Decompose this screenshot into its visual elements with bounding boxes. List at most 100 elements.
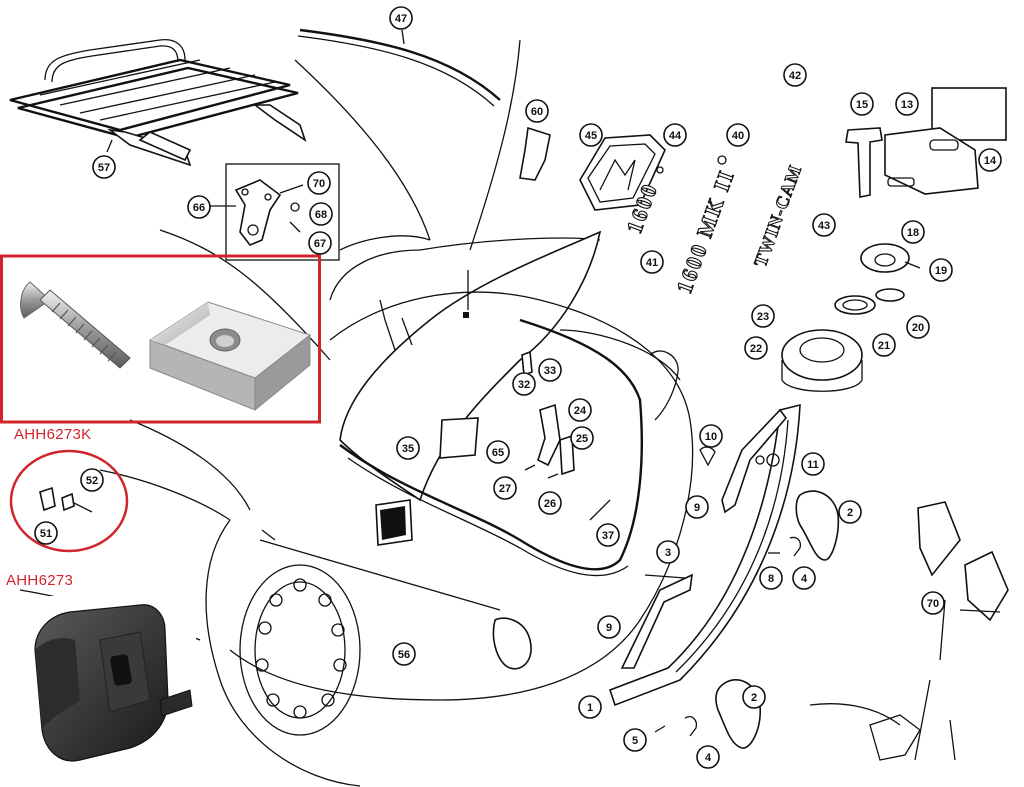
callout-9b: 9 bbox=[597, 615, 621, 639]
callout-2b: 2 bbox=[742, 685, 766, 709]
svg-text:35: 35 bbox=[402, 443, 414, 455]
svg-text:8: 8 bbox=[768, 573, 774, 585]
svg-text:70: 70 bbox=[313, 178, 325, 190]
rack-bracket-group bbox=[210, 163, 340, 261]
svg-text:44: 44 bbox=[669, 130, 682, 142]
svg-text:1: 1 bbox=[587, 702, 593, 714]
svg-text:11: 11 bbox=[807, 459, 819, 471]
bolt-photo bbox=[20, 281, 131, 369]
callout-60: 60 bbox=[525, 99, 549, 123]
highlight-circle bbox=[9, 449, 129, 553]
callout-2a: 2 bbox=[838, 500, 862, 524]
luggage-rack bbox=[9, 39, 307, 167]
callout-35: 35 bbox=[396, 436, 420, 460]
callout-10: 10 bbox=[699, 424, 723, 448]
svg-text:33: 33 bbox=[544, 365, 556, 377]
callout-67: 68 bbox=[309, 202, 333, 226]
plate-parts bbox=[845, 87, 1007, 198]
badge-twin-cam: TWIN-CAM bbox=[750, 162, 805, 269]
callout-65: 66 bbox=[187, 195, 211, 219]
car-body-outline bbox=[19, 28, 694, 787]
svg-text:19: 19 bbox=[935, 265, 947, 277]
svg-text:51: 51 bbox=[40, 528, 52, 540]
callout-13: 13 bbox=[895, 92, 919, 116]
part-51-52 bbox=[39, 486, 93, 513]
svg-text:56: 56 bbox=[398, 649, 410, 661]
svg-text:27: 27 bbox=[499, 483, 511, 495]
callout-26: 26 bbox=[538, 491, 562, 515]
callout-70: 70 bbox=[921, 591, 945, 615]
part-60-bracket bbox=[519, 126, 551, 181]
svg-text:43: 43 bbox=[818, 220, 830, 232]
square-nut-photo bbox=[148, 301, 312, 412]
svg-text:26: 26 bbox=[544, 498, 556, 510]
callout-66: 67 bbox=[308, 231, 332, 255]
callout-8: 8 bbox=[759, 566, 783, 590]
callout-45: 44 bbox=[663, 123, 687, 147]
callout-32: 32 bbox=[512, 372, 536, 396]
callout-52: 52 bbox=[80, 468, 104, 492]
svg-text:21: 21 bbox=[878, 340, 890, 352]
svg-text:41: 41 bbox=[646, 257, 658, 269]
callout-22: 22 bbox=[744, 336, 768, 360]
svg-text:60: 60 bbox=[531, 106, 543, 118]
fuel-filler-parts bbox=[781, 243, 921, 392]
callout-20: 20 bbox=[906, 315, 930, 339]
callout-23: 23 bbox=[751, 304, 775, 328]
part-70-mechanism bbox=[809, 501, 1009, 761]
mg-badge bbox=[579, 134, 666, 211]
callout-4a: 4 bbox=[792, 566, 816, 590]
callout-40: 40 bbox=[726, 123, 750, 147]
svg-text:14: 14 bbox=[984, 155, 997, 167]
callout-3: 3 bbox=[656, 540, 680, 564]
callout-14: 14 bbox=[978, 148, 1002, 172]
callout-21: 21 bbox=[872, 333, 896, 357]
svg-text:42: 42 bbox=[789, 70, 801, 82]
callout-27: 27 bbox=[493, 476, 517, 500]
callout-1: 1 bbox=[578, 695, 602, 719]
svg-text:10: 10 bbox=[705, 431, 717, 443]
callout-43: 43 bbox=[812, 213, 836, 237]
svg-text:13: 13 bbox=[901, 99, 913, 111]
kit-code-label: AHH6273K bbox=[14, 426, 92, 443]
svg-text:57: 57 bbox=[98, 162, 110, 174]
svg-text:3: 3 bbox=[665, 547, 671, 559]
callout-44: 45 bbox=[579, 123, 603, 147]
svg-text:22: 22 bbox=[750, 343, 762, 355]
svg-text:24: 24 bbox=[574, 405, 587, 417]
svg-text:67: 67 bbox=[314, 238, 326, 250]
svg-text:9: 9 bbox=[694, 502, 700, 514]
callout-9a: 9 bbox=[685, 495, 709, 519]
callout-51: 51 bbox=[34, 521, 58, 545]
callout-18: 18 bbox=[901, 220, 925, 244]
callout-57: 65 bbox=[486, 440, 510, 464]
svg-text:9: 9 bbox=[606, 622, 612, 634]
callout-19: 19 bbox=[929, 258, 953, 282]
svg-text:47: 47 bbox=[395, 13, 407, 25]
svg-text:20: 20 bbox=[912, 322, 924, 334]
rubber-buffer-photo bbox=[0, 596, 196, 787]
svg-text:32: 32 bbox=[518, 379, 530, 391]
svg-text:68: 68 bbox=[315, 209, 327, 221]
svg-text:66: 66 bbox=[193, 202, 205, 214]
badge-1600-mkii: 1600 MK II bbox=[671, 166, 739, 297]
callout-24: 24 bbox=[568, 398, 592, 422]
svg-text:25: 25 bbox=[576, 433, 588, 445]
callout-55: 56 bbox=[392, 642, 416, 666]
callout-4b: 4 bbox=[696, 745, 720, 769]
svg-text:23: 23 bbox=[757, 311, 769, 323]
svg-text:4: 4 bbox=[801, 573, 808, 585]
svg-text:18: 18 bbox=[907, 227, 919, 239]
svg-text:40: 40 bbox=[732, 130, 744, 142]
svg-text:4: 4 bbox=[705, 752, 712, 764]
svg-text:45: 45 bbox=[585, 130, 597, 142]
callout-11: 11 bbox=[801, 452, 825, 476]
callout-56: 57 bbox=[92, 155, 116, 179]
svg-text:52: 52 bbox=[86, 475, 98, 487]
callout-68: 70 bbox=[307, 171, 331, 195]
callout-47: 47 bbox=[389, 6, 413, 45]
svg-text:65: 65 bbox=[492, 447, 504, 459]
callout-37: 37 bbox=[596, 523, 620, 547]
highlight-frame bbox=[0, 254, 321, 424]
